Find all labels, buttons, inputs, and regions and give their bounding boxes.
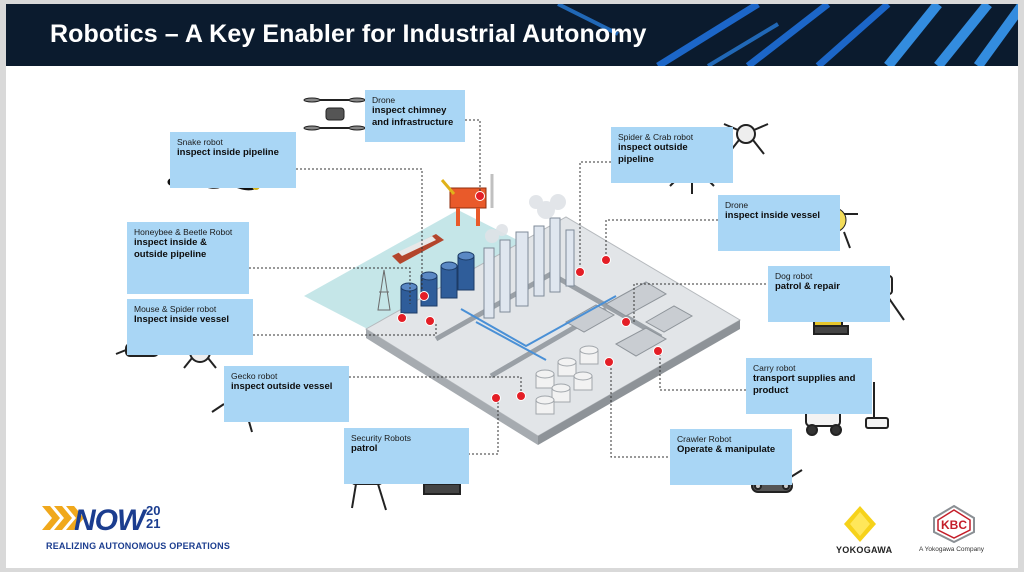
card-security-robots: Security Robots patrol <box>344 428 469 484</box>
card-description: inspect inside & outside pipeline <box>134 237 207 260</box>
card-description: inspect inside pipeline <box>177 147 279 159</box>
kbc-tagline: A Yokogawa Company <box>919 546 985 553</box>
yokogawa-logo-icon <box>844 506 876 542</box>
card-drone-vessel: Drone inspect inside vessel <box>718 195 840 251</box>
kbc-logo-text: KBC <box>941 518 967 532</box>
card-subtitle: Honeybee & Beetle Robot <box>134 227 233 237</box>
drone-icon <box>303 97 366 131</box>
kbc-logo-icon: KBC <box>933 504 975 544</box>
card-dog-robot: Dog robot patrol & repair <box>768 266 890 322</box>
now-logo-year: 20 21 <box>146 503 161 531</box>
card-drone-chimney: Drone inspect chimney and infrastructure <box>365 90 465 142</box>
card-subtitle: Security Robots <box>351 433 411 443</box>
transmission-tower <box>377 269 391 311</box>
card-subtitle: Drone <box>725 200 749 210</box>
connector-lines <box>249 119 774 458</box>
tanker-ship <box>392 234 444 264</box>
card-subtitle: Drone <box>372 95 396 105</box>
storage-tanks-left <box>400 251 475 314</box>
card-subtitle: Mouse & Spider robot <box>134 304 217 314</box>
card-description: inspect outside vessel <box>231 381 333 393</box>
card-subtitle: Spider & Crab robot <box>618 132 694 142</box>
card-description: inspect inside vessel <box>725 210 821 222</box>
card-honeybee-robot: Honeybee & Beetle Robot inspect inside &… <box>127 222 249 294</box>
card-spider-crab-robot: Spider & Crab robot inspect outside pipe… <box>611 127 733 183</box>
now-logo-text: NOW <box>74 504 145 537</box>
card-subtitle: Gecko robot <box>231 371 278 381</box>
now-tagline: REALIZING AUTONOMOUS OPERATIONS <box>46 541 231 551</box>
title-bar: Robotics – A Key Enabler for Industrial … <box>6 4 1018 66</box>
card-description: Operate & manipulate <box>677 444 776 456</box>
plant-buildings <box>564 281 694 357</box>
process-towers <box>483 217 575 319</box>
yokogawa-wordmark: YOKOGAWA <box>836 545 893 555</box>
card-subtitle: Carry robot <box>753 363 796 373</box>
card-snake-robot: Snake robot inspect inside pipeline <box>170 132 296 188</box>
storage-tanks-right <box>535 345 599 415</box>
location-markers <box>397 191 663 403</box>
card-description: inspect outside pipeline <box>618 142 688 165</box>
page-title: Robotics – A Key Enabler for Industrial … <box>50 20 647 48</box>
card-subtitle: Snake robot <box>177 137 223 147</box>
card-description: inspect chimney and infrastructure <box>372 105 454 128</box>
header-streaks-graphic <box>557 4 1018 66</box>
slide: Robotics – A Key Enabler for Industrial … <box>6 4 1018 568</box>
card-gecko-robot: Gecko robot inspect outside vessel <box>224 366 349 422</box>
card-description: patrol <box>351 443 378 455</box>
card-crawler-robot: Crawler Robot Operate & manipulate <box>670 429 792 485</box>
card-carry-robot: Carry robot transport supplies and produ… <box>746 358 872 414</box>
now-chevrons-logo <box>42 506 84 530</box>
card-subtitle: Dog robot <box>775 271 813 281</box>
card-subtitle: Crawler Robot <box>677 434 732 444</box>
card-description: transport supplies and product <box>753 373 856 396</box>
card-description: patrol & repair <box>775 281 840 293</box>
card-mouse-spider-robot: Mouse & Spider robot Inspect inside vess… <box>127 299 253 355</box>
card-description: Inspect inside vessel <box>134 314 230 326</box>
